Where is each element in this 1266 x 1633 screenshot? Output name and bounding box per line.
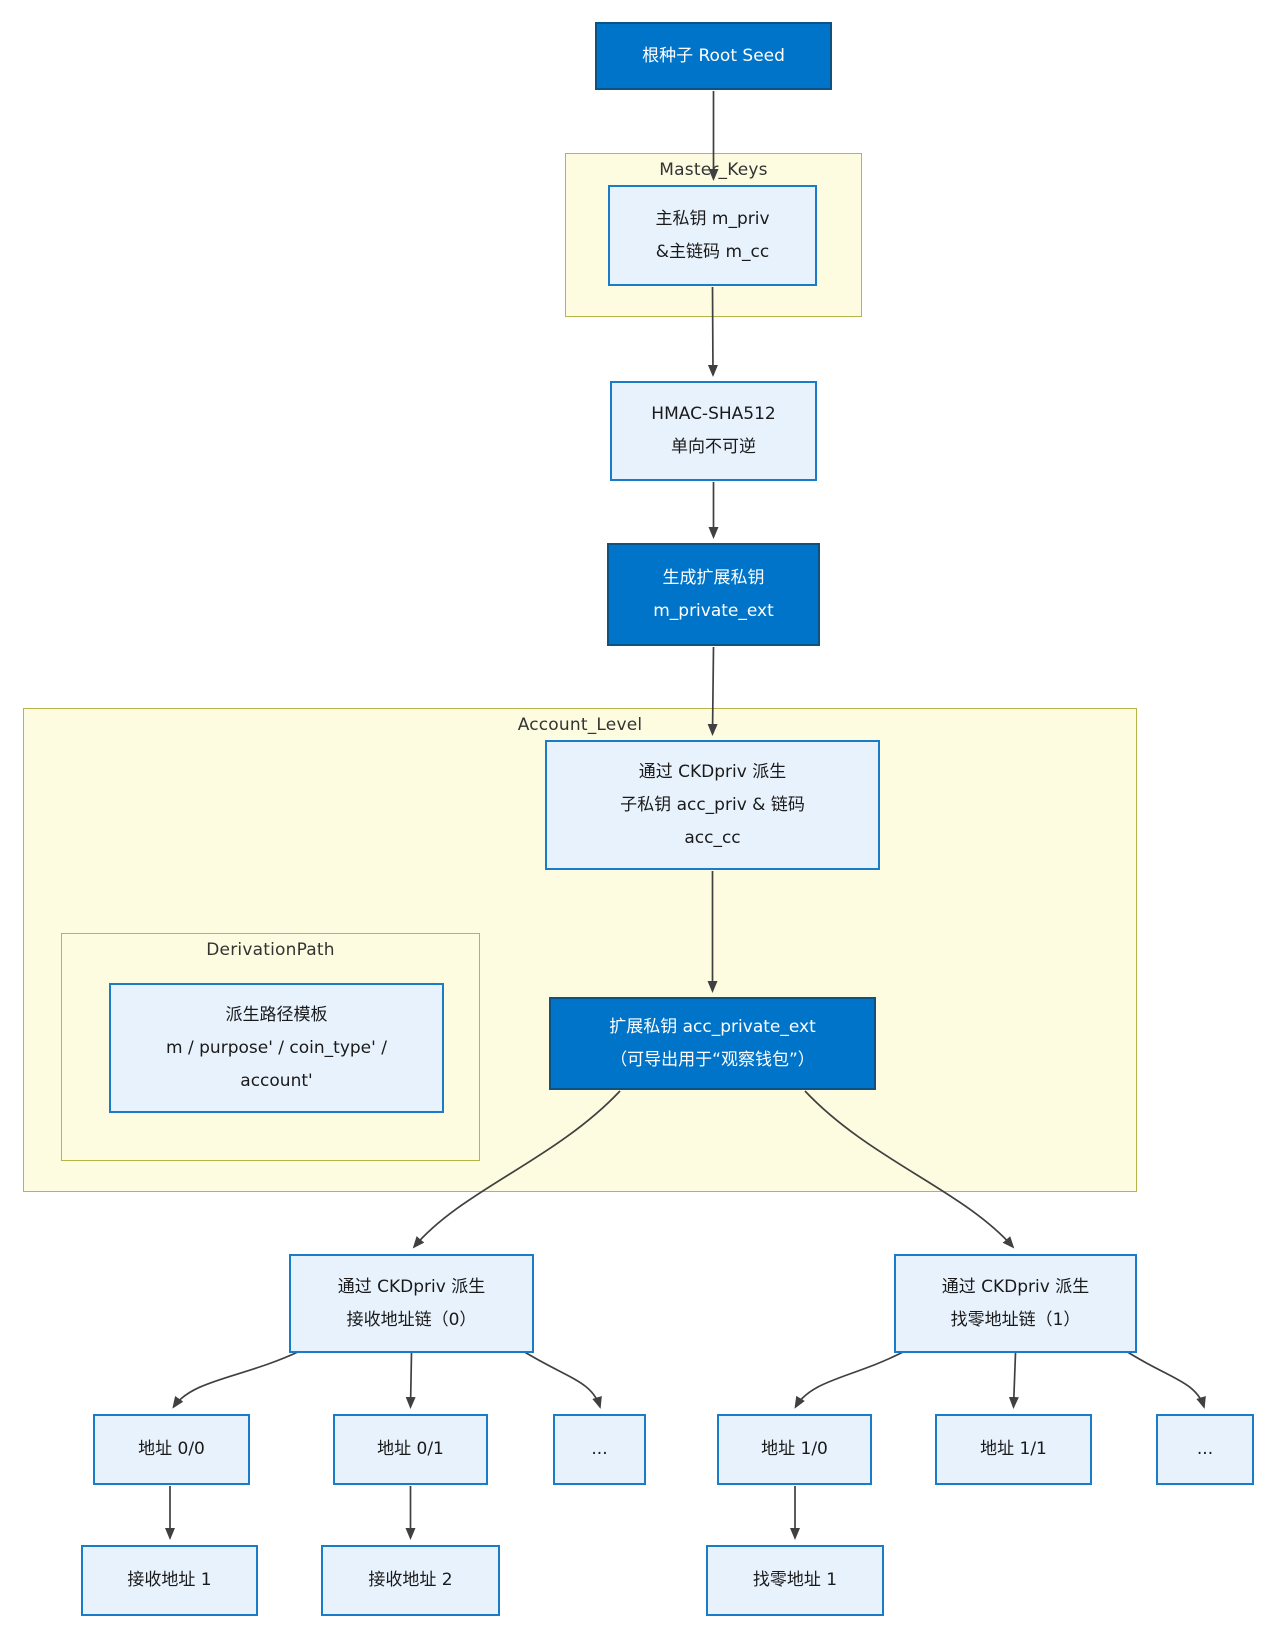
node-master-priv-line1: 主私钥 m_priv [655, 208, 770, 229]
edge-chain1-to-addr11 [1008, 1352, 1019, 1409]
node-hmac: HMAC-SHA512 单向不可逆 [610, 381, 817, 481]
node-path-template-line1: 派生路径模板 [225, 1004, 328, 1025]
node-receive-address-1-label: 接收地址 1 [127, 1570, 212, 1590]
node-ellipsis-receive: ... [553, 1414, 646, 1485]
node-receive-address-2: 接收地址 2 [321, 1545, 500, 1616]
node-path-template-line3: account' [240, 1070, 313, 1091]
node-acc-private-ext-line2: （可导出用于“观察钱包”） [610, 1049, 815, 1070]
node-change-address-1-label: 找零地址 1 [752, 1570, 838, 1590]
node-receive-chain-line1: 通过 CKDpriv 派生 [337, 1276, 486, 1297]
node-addr-0-0: 地址 0/0 [93, 1414, 250, 1485]
node-m-private-ext: 生成扩展私钥 m_private_ext [607, 543, 820, 646]
node-root-seed-label: 根种子 Root Seed [642, 45, 785, 66]
edge-chain0-to-addr01 [405, 1352, 416, 1409]
node-master-priv-line2: &主链码 m_cc [655, 241, 770, 262]
node-ellipsis-receive-label: ... [591, 1439, 608, 1459]
edge-chain0-to-addr00 [172, 1350, 301, 1409]
node-master-priv: 主私钥 m_priv &主链码 m_cc [608, 185, 817, 286]
node-addr-0-1: 地址 0/1 [333, 1414, 488, 1485]
cluster-master-keys-label: Master_Keys [659, 160, 768, 180]
node-receive-chain: 通过 CKDpriv 派生 接收地址链（0） [289, 1254, 534, 1353]
cluster-account-level-label: Account_Level [517, 715, 643, 735]
node-change-address-1: 找零地址 1 [706, 1545, 884, 1616]
node-m-private-ext-line1: 生成扩展私钥 [662, 567, 765, 588]
cluster-derivation-path-label: DerivationPath [206, 940, 335, 960]
node-addr-1-0-label: 地址 1/0 [761, 1439, 828, 1459]
node-addr-0-0-label: 地址 0/0 [138, 1439, 205, 1459]
node-addr-1-1-label: 地址 1/1 [980, 1439, 1047, 1459]
node-acc-private-ext: 扩展私钥 acc_private_ext （可导出用于“观察钱包”） [549, 997, 876, 1090]
node-change-chain-line1: 通过 CKDpriv 派生 [941, 1276, 1090, 1297]
node-path-template: 派生路径模板 m / purpose' / coin_type' / accou… [109, 983, 444, 1113]
node-addr-1-1: 地址 1/1 [935, 1414, 1092, 1485]
node-root-seed: 根种子 Root Seed [595, 22, 832, 90]
node-acc-private-ext-line1: 扩展私钥 acc_private_ext [609, 1016, 816, 1037]
node-ellipsis-change-label: ... [1196, 1439, 1214, 1459]
node-hmac-line2: 单向不可逆 [671, 437, 756, 457]
node-receive-chain-line2: 接收地址链（0） [346, 1309, 477, 1330]
node-change-chain-line2: 找零地址链（1） [950, 1309, 1081, 1330]
node-change-chain: 通过 CKDpriv 派生 找零地址链（1） [894, 1254, 1137, 1353]
node-addr-0-1-label: 地址 0/1 [377, 1439, 444, 1459]
node-ckd-account: 通过 CKDpriv 派生 子私钥 acc_priv & 链码 acc_cc [545, 740, 880, 870]
node-hmac-line1: HMAC-SHA512 [651, 404, 776, 424]
node-addr-1-0: 地址 1/0 [717, 1414, 872, 1485]
edge-chain1-to-addr10 [794, 1350, 906, 1409]
edge-chain0-to-dots0 [522, 1350, 602, 1409]
node-ckd-account-line2: 子私钥 acc_priv & 链码 [620, 794, 805, 815]
node-ellipsis-change: ... [1156, 1414, 1254, 1485]
node-receive-address-1: 接收地址 1 [81, 1545, 258, 1616]
node-m-private-ext-line2: m_private_ext [653, 600, 774, 621]
edge-chain1-to-dots1 [1125, 1350, 1206, 1409]
node-receive-address-2-label: 接收地址 2 [368, 1570, 453, 1590]
node-ckd-account-line1: 通过 CKDpriv 派生 [638, 761, 787, 782]
node-ckd-account-line3: acc_cc [684, 827, 741, 848]
node-path-template-line2: m / purpose' / coin_type' / [166, 1037, 387, 1058]
